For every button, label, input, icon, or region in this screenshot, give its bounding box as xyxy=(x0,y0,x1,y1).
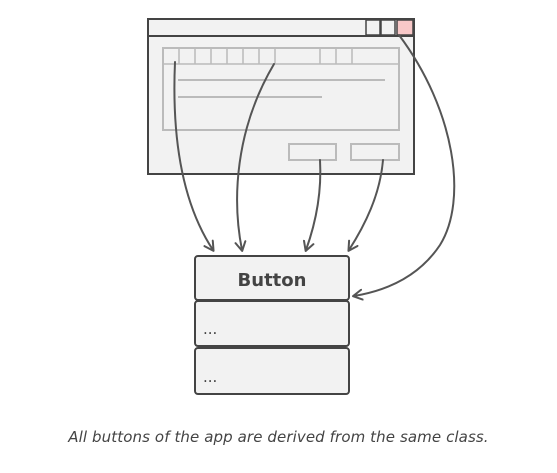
window-cancel-button[interactable] xyxy=(350,143,400,161)
class-member-1: ... xyxy=(203,320,217,338)
figure-caption: All buttons of the app are derived from … xyxy=(68,428,489,446)
arrow-toolbar-right xyxy=(234,63,275,252)
arrow-ok-button xyxy=(303,159,322,252)
minimize-button[interactable] xyxy=(365,19,381,36)
close-button[interactable] xyxy=(396,19,414,36)
class-member-box-2 xyxy=(194,347,350,395)
class-member-box-1 xyxy=(194,300,350,347)
arrows xyxy=(173,34,456,301)
maximize-button[interactable] xyxy=(380,19,396,36)
arrow-cancel-button xyxy=(347,159,384,252)
app-window xyxy=(147,18,415,175)
class-title: Button xyxy=(238,270,307,291)
class-member-2: ... xyxy=(203,368,217,386)
window-ok-button[interactable] xyxy=(288,143,337,161)
diagram: Button ... ... xyxy=(147,18,456,395)
toolbar xyxy=(162,47,400,65)
arrow-close-button xyxy=(352,34,456,301)
button-class-box: Button ... ... xyxy=(194,255,350,395)
arrow-toolbar-left xyxy=(173,61,215,252)
